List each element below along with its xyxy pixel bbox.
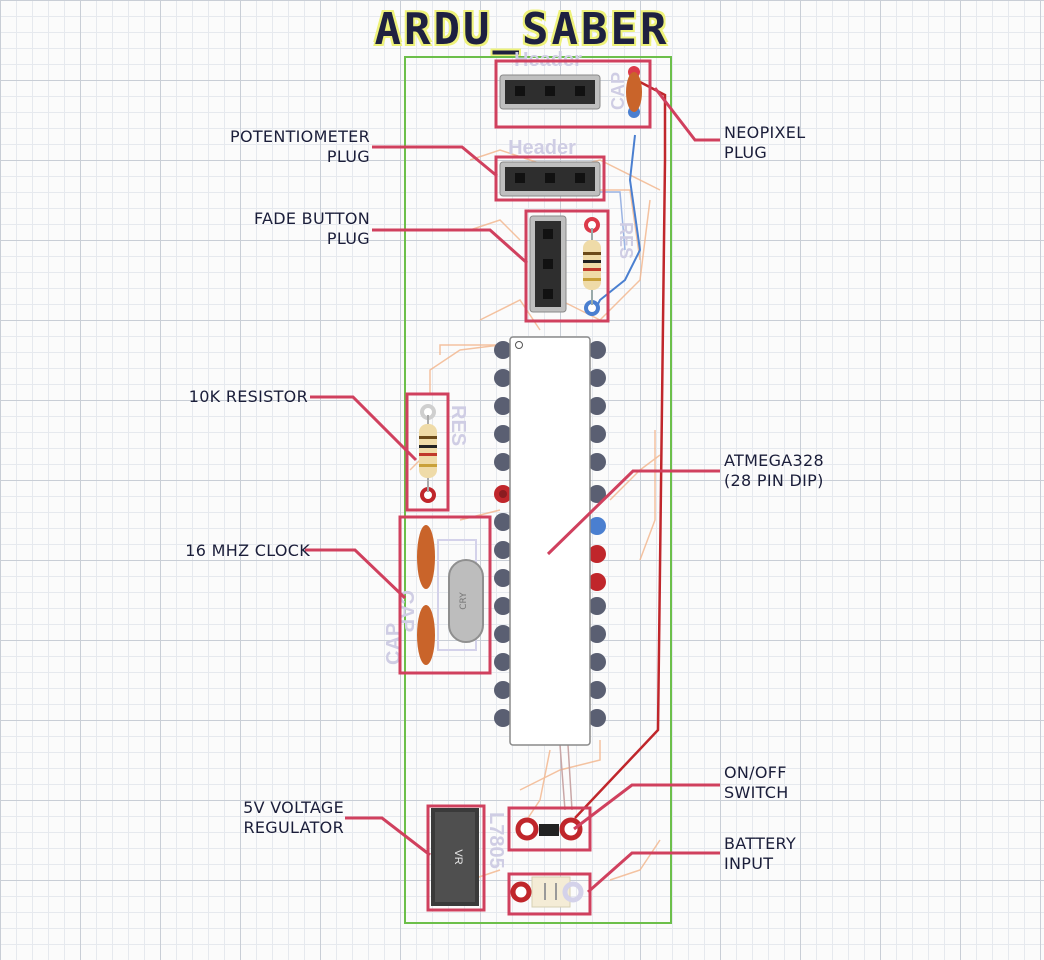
label-neopixel-plug: NEOPIXEL PLUG — [724, 123, 806, 162]
label-10k-resistor: 10K RESISTOR — [188, 387, 308, 406]
label-fade-button-plug: FADE BUTTON PLUG — [253, 209, 370, 248]
switch-highlight — [507, 806, 592, 852]
potentiometer-header: Header — [499, 137, 601, 197]
svg-text:RES: RES — [616, 222, 636, 259]
resistor-icon — [583, 240, 601, 290]
battery-connector — [510, 876, 584, 908]
dip-chip-icon — [509, 336, 591, 746]
capacitor-icon — [417, 525, 435, 589]
resistor-icon — [419, 424, 437, 478]
svg-text:Header: Header — [508, 137, 576, 159]
label-atmega328: ATMEGA328 (28 PIN DIP) — [724, 451, 824, 490]
capacitor-icon — [626, 72, 642, 112]
svg-text:CAP: CAP — [383, 623, 405, 665]
label-on-off-switch: ON/OFF SWITCH — [724, 763, 789, 802]
svg-text:VR: VR — [452, 849, 464, 864]
on-off-switch: L7805 — [485, 812, 583, 869]
resistor-10k: RES — [419, 404, 469, 503]
label-battery-input: BATTERY INPUT — [724, 834, 797, 873]
label-potentiometer-plug: POTENTIOMETER PLUG — [230, 127, 370, 166]
trace-blue — [594, 134, 642, 311]
svg-text:CAP: CAP — [608, 72, 628, 110]
svg-text:RES: RES — [447, 405, 469, 446]
voltage-regulator: VR — [431, 808, 479, 906]
capacitor-icon — [417, 605, 435, 665]
svg-text:L7805: L7805 — [485, 812, 507, 869]
page-title: ARDU_SABER — [374, 4, 670, 55]
board-outline — [404, 56, 672, 924]
neopixel-highlight — [494, 59, 652, 129]
battery-highlight — [507, 872, 592, 916]
label-5v-voltage-regulator: 5V VOLTAGE REGULATOR — [243, 798, 344, 837]
regulator-highlight — [426, 804, 486, 912]
label-16mhz-clock: 16 MHZ CLOCK — [185, 541, 310, 560]
fade-button-header: RES — [529, 215, 636, 316]
annotation-leaders — [305, 87, 720, 894]
atmega-chip — [494, 336, 606, 746]
neopixel-header: Header CAP — [499, 49, 642, 118]
crystal-icon — [448, 559, 484, 643]
clock-crystal: CAP CAP CRY — [383, 525, 484, 665]
fade-button-highlight — [524, 209, 610, 323]
svg-text:CRY: CRY — [459, 592, 469, 610]
switch-icon — [539, 824, 559, 836]
potentiometer-highlight — [494, 155, 606, 202]
